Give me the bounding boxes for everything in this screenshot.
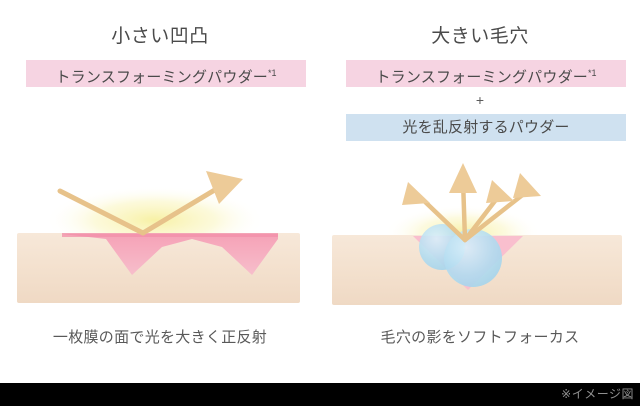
panel-large-pores: 大きい毛穴 トランスフォーミングパウダー*1 + 光を乱反射するパウダー	[320, 0, 640, 383]
reflected-ray-arrowhead	[206, 171, 243, 204]
plus-separator: +	[475, 92, 485, 108]
chip-label: トランスフォーミングパウダー	[375, 69, 588, 86]
caption-large-pores: 毛穴の影をソフトフォーカス	[380, 329, 580, 346]
powder-film	[62, 233, 278, 237]
panel-title-small-bumps: 小さい凹凸	[111, 26, 209, 47]
pore-layer	[62, 234, 278, 275]
panel-small-bumps: 小さい凹凸 トランスフォーミングパウダー*1	[0, 0, 320, 383]
diffusing-powder-bead-2	[444, 229, 502, 287]
illustration-large-pores	[320, 155, 640, 315]
chip-footnote: *1	[588, 68, 597, 78]
chip-diffusing-powder: 光を乱反射するパウダー	[346, 114, 626, 141]
chip-transforming-powder-left: トランスフォーミングパウダー*1	[26, 60, 306, 87]
caption-small-bumps: 一枚膜の面で光を大きく正反射	[52, 329, 268, 346]
footer-note: ※イメージ図	[561, 387, 634, 401]
illustration-small-bumps	[0, 155, 320, 315]
chip-transforming-powder-right: トランスフォーミングパウダー*1	[346, 60, 626, 87]
chip-label: 光を乱反射するパウダー	[402, 119, 570, 136]
chip-footnote: *1	[268, 68, 277, 78]
chip-label: トランスフォーミングパウダー	[55, 69, 268, 86]
scattered-ray-arrowheads	[402, 163, 541, 205]
panel-title-large-pores: 大きい毛穴	[431, 26, 529, 47]
footer-bar: ※イメージ図	[0, 383, 640, 406]
reflected-ray	[140, 185, 221, 236]
incident-ray	[57, 188, 146, 236]
